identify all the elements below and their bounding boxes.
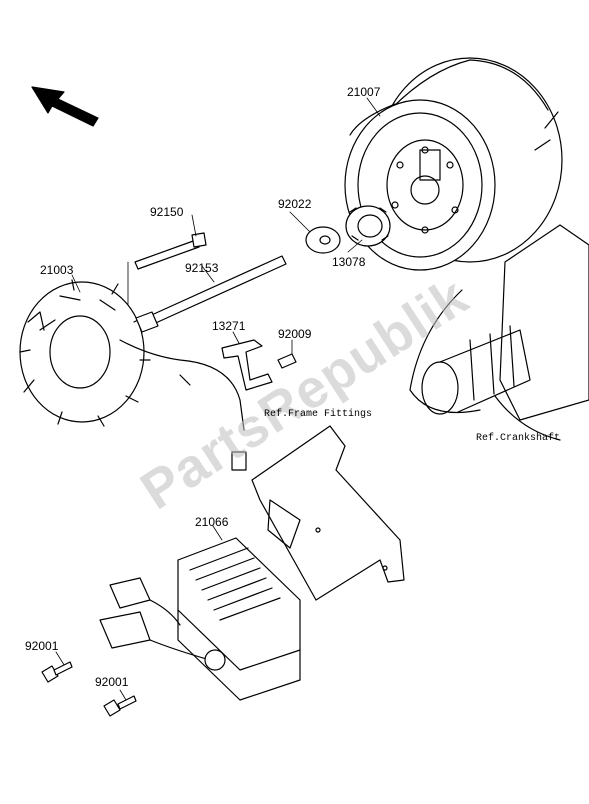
bracket-13271	[221, 339, 273, 391]
part-label-92001-b: 92001	[95, 675, 129, 689]
stator-wire	[119, 339, 247, 471]
ref-crankshaft: Ref.Crankshaft	[476, 433, 561, 444]
bolt-92001-b	[103, 695, 137, 717]
part-label-92153: 92153	[185, 261, 219, 275]
direction-arrow-icon	[31, 86, 99, 127]
part-label-21003: 21003	[40, 263, 74, 277]
rotor-21007	[344, 57, 563, 271]
regulator-21066	[99, 537, 301, 701]
ref-frame-fittings: Ref.Frame Fittings	[264, 409, 373, 420]
gear-13078	[345, 205, 391, 247]
stator-21003	[19, 279, 151, 427]
part-label-92150: 92150	[150, 205, 184, 219]
bolt-92150	[134, 232, 207, 270]
part-label-21007: 21007	[347, 85, 381, 99]
part-label-92022: 92022	[278, 197, 312, 211]
part-label-13078: 13078	[332, 255, 366, 269]
leader-lines	[55, 97, 381, 701]
part-label-92009: 92009	[278, 327, 312, 341]
crankshaft	[409, 224, 589, 441]
part-label-92001-a: 92001	[25, 639, 59, 653]
bolt-92001-a	[41, 661, 73, 683]
bolt-92153	[135, 255, 287, 333]
part-label-21066: 21066	[195, 515, 229, 529]
washer-92022	[305, 226, 341, 254]
part-label-13271: 13271	[212, 319, 246, 333]
screw-92009	[277, 353, 297, 369]
frame-bracket	[251, 425, 405, 601]
